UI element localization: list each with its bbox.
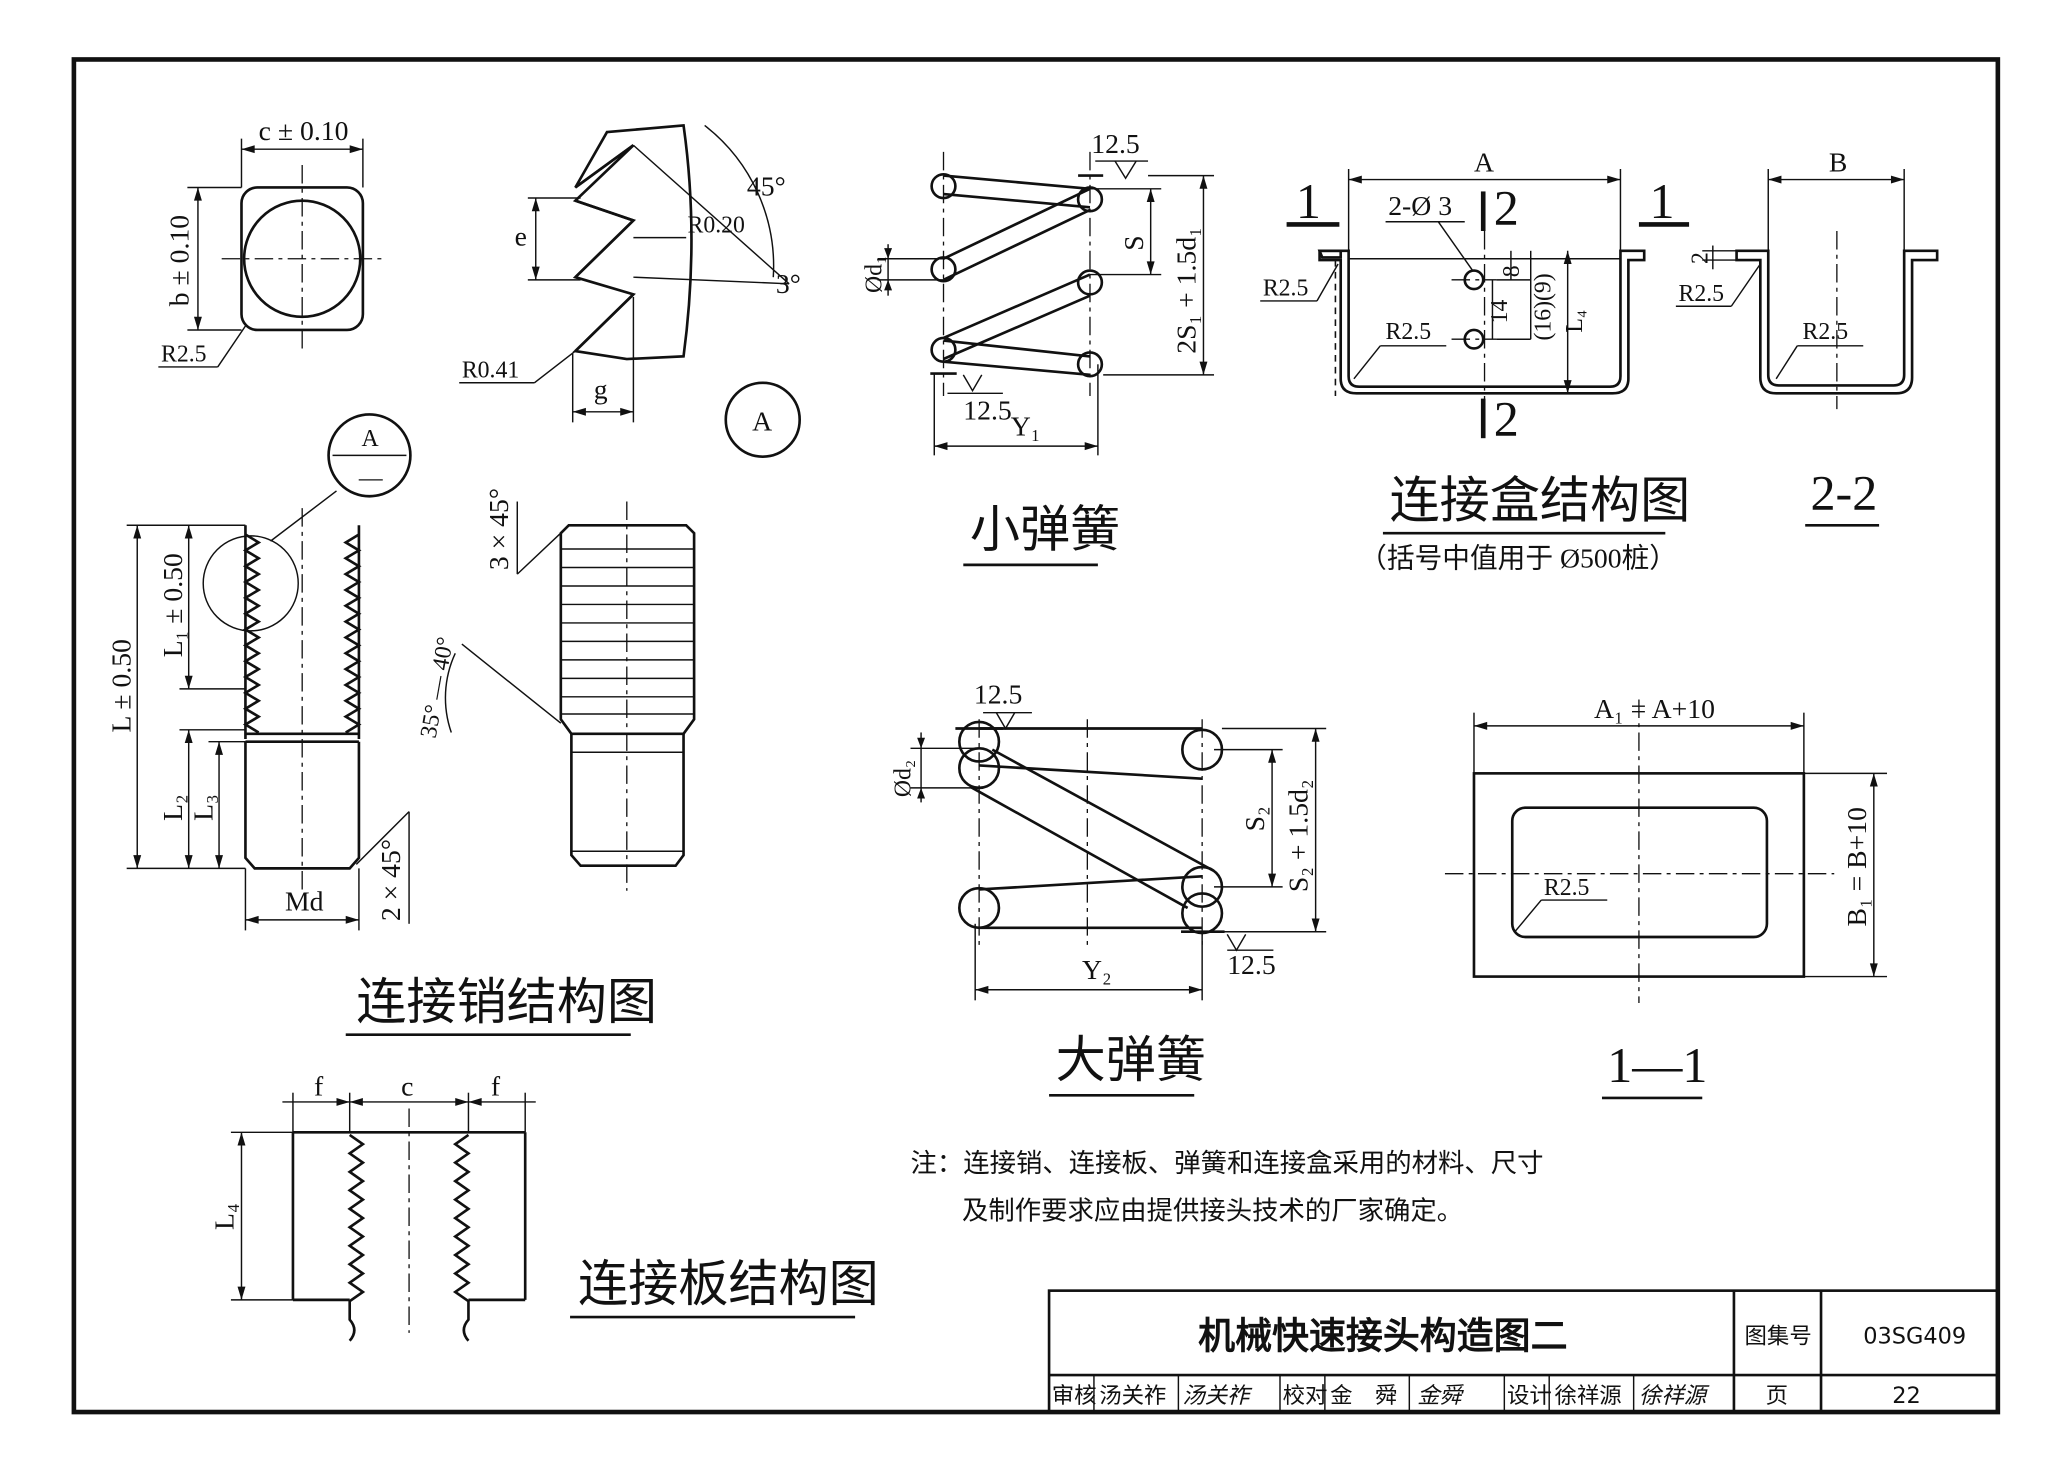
title-block: 机械快速接头构造图二 图集号 03SG409 审核 汤关祚 汤关祚 校对 金 舜… (1047, 1289, 2000, 1414)
pin-dim-L2: L₂ (157, 794, 188, 821)
check-label: 校对 (1283, 1383, 1328, 1409)
big-spring-dim-S2-total: S₂ + 1.5d₂ (1283, 779, 1314, 892)
box-section-1-right: 1 (1649, 173, 1674, 229)
detail-a-r-top: R0.20 (688, 212, 745, 238)
box-subtitle: （括号中值用于 Ø500桩） (1359, 543, 1677, 574)
box-section-1-left: 1 (1296, 173, 1321, 229)
page-label: 页 (1766, 1383, 1788, 1409)
box-dim-14: 14 (1487, 300, 1513, 324)
detail-a-label: A (752, 405, 772, 436)
pin-title: 连接销结构图 (356, 974, 657, 1030)
pin-top-view: c ± 0.10 b ± 0.10 R2.5 (158, 115, 386, 368)
box-holes: 2-Ø 3 (1388, 190, 1452, 221)
pin-dim-c: c ± 0.10 (259, 115, 349, 146)
box-r-inner: R2.5 (1386, 319, 1432, 345)
box-r-outer: R2.5 (1263, 276, 1309, 302)
box-dim-8: 8 (1499, 265, 1525, 277)
design-signature: 徐祥源 (1639, 1383, 1710, 1409)
big-spring-rough-top: 12.5 (974, 678, 1022, 709)
small-spring-dim-S: S (1118, 235, 1149, 250)
pin-dim-Md: Md (285, 886, 324, 917)
plate-dim-c: c (401, 1070, 413, 1101)
page-number: 22 (1892, 1383, 1921, 1409)
detail-a-angle-3: 3° (776, 268, 801, 299)
section-22-dim-B: B (1829, 147, 1847, 178)
pin-dim-L1: L₁ ± 0.50 (157, 553, 188, 657)
note-line-1: 注：连接销、连接板、弹簧和连接盒采用的材料、尺寸 (911, 1149, 1544, 1179)
pin-dim-b: b ± 0.10 (164, 215, 195, 306)
section-22-title: 2-2 (1810, 464, 1877, 520)
pin-callout-bottom: — (358, 466, 383, 492)
detail-a-angle-45: 45° (747, 170, 786, 201)
pin-external-view: 3 × 45° 35° — 40° (416, 488, 696, 891)
small-spring-rough-bottom: 12.5 (963, 395, 1011, 426)
pin-dim-L3: L₃ (187, 794, 218, 821)
section-11-dim-A1: A₁ = A+10 (1594, 693, 1715, 724)
small-spring-dim-d1: Ød₁ (861, 256, 887, 293)
big-spring-dim-d2: Ød₂ (891, 760, 917, 797)
section-11-title: 1—1 (1607, 1037, 1707, 1093)
box-dim-L4: L₄ (1562, 310, 1588, 333)
pin-callout-top: A (362, 426, 379, 452)
big-spring-dim-S2: S₂ (1239, 806, 1270, 831)
plate-title: 连接板结构图 (578, 1256, 879, 1312)
box-title: 连接盒结构图 (1390, 472, 1691, 528)
check-signature: 金舜 (1417, 1383, 1464, 1409)
section-11-r-corner: R2.5 (1544, 875, 1590, 901)
detail-a-r-bottom: R0.41 (462, 357, 519, 383)
pin-chamfer-bottom: 2 × 45° (375, 839, 406, 921)
big-spring-dim-Y2: Y₂ (1082, 954, 1112, 985)
big-spring: 12.5 12.5 Ød₂ S₂ S₂ + 1.5d₂ Y₂ 大弹簧 (891, 678, 1327, 1097)
design-label: 设计 (1507, 1383, 1552, 1409)
review-name: 汤关祚 (1099, 1383, 1166, 1409)
review-signature: 汤关祚 (1182, 1383, 1253, 1409)
section-1-1: A₁ = A+10 B₁ = B+10 R2.5 1—1 (1444, 693, 1888, 1100)
detail-a-thread-profile: e g 45° 3° R0.20 R0.41 A (459, 124, 801, 458)
section-22-dim-2: 2 (1688, 252, 1714, 264)
small-spring: 12.5 12.5 Ød₁ S 2S₁ + 1.5d₁ Y₁ 小弹簧 (861, 128, 1215, 567)
design-name: 徐祥源 (1554, 1383, 1621, 1409)
big-spring-rough-bottom: 12.5 (1227, 949, 1275, 980)
atlas-label: 图集号 (1744, 1323, 1811, 1349)
section-2-2: B 2 R2.5 R2.5 2-2 (1675, 147, 1939, 527)
pin-r-corner: R2.5 (161, 342, 207, 368)
connection-plate: f c f L₄ 连接板结构图 (209, 1070, 879, 1342)
small-spring-title: 小弹簧 (970, 501, 1120, 557)
plate-dim-f-right: f (491, 1070, 501, 1101)
section-22-r-inner: R2.5 (1803, 319, 1849, 345)
box-dim-16-9: (16)(9) (1531, 273, 1557, 340)
detail-a-dim-e: e (515, 221, 527, 252)
box-section-2-bottom: 2 (1494, 391, 1519, 447)
sheet-border (71, 57, 2001, 1415)
atlas-number: 03SG409 (1863, 1323, 1966, 1349)
small-spring-rough-top: 12.5 (1091, 128, 1139, 159)
box-dim-A: A (1474, 147, 1494, 178)
note-line-2: 及制作要求应由提供接头技术的厂家确定。 (962, 1196, 1463, 1226)
pin-chamfer-top: 3 × 45° (483, 488, 514, 570)
pin-side-view: A — L ± 0.50 L₁ ± 0.50 L₂ L₃ Md 2 × 45° … (106, 413, 657, 1036)
connection-box: A 1 1 2 2 2-Ø 3 R2.5 R2.5 8 14 (16)(9) L… (1260, 147, 1690, 574)
small-spring-dim-Y1: Y₁ (1011, 411, 1041, 442)
pin-dim-L: L ± 0.50 (106, 639, 137, 732)
box-section-2-top: 2 (1494, 179, 1519, 235)
plate-dim-L4: L₄ (209, 1203, 240, 1230)
pin-angle: 35° — 40° (416, 635, 459, 740)
section-11-dim-B1: B₁ = B+10 (1841, 807, 1872, 926)
section-22-r-outer: R2.5 (1679, 281, 1725, 307)
big-spring-title: 大弹簧 (1056, 1032, 1206, 1088)
notes: 注：连接销、连接板、弹簧和连接盒采用的材料、尺寸 及制作要求应由提供接头技术的厂… (911, 1149, 1544, 1227)
small-spring-dim-2S1: 2S₁ + 1.5d₁ (1171, 227, 1202, 354)
detail-a-dim-g: g (594, 374, 608, 405)
drawing-title: 机械快速接头构造图二 (1198, 1315, 1567, 1358)
plate-dim-f-left: f (314, 1070, 324, 1101)
check-name: 金 舜 (1330, 1383, 1397, 1409)
review-label: 审核 (1052, 1383, 1097, 1409)
